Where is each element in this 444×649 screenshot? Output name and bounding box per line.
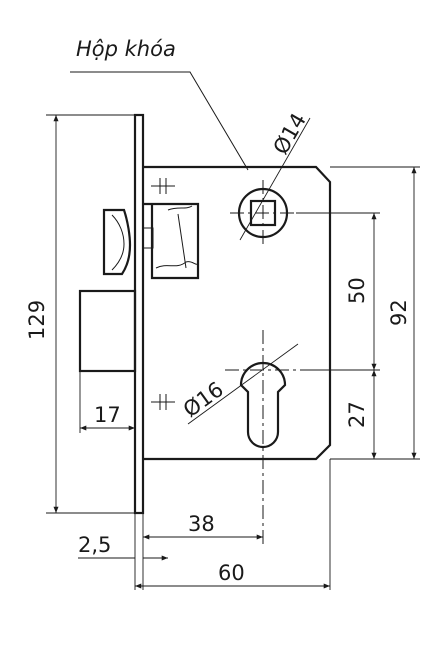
diameter-top-label: Ø14 (269, 109, 311, 158)
latch-bolt (102, 208, 132, 276)
screw-hole-bottom (151, 394, 175, 410)
latch-housing-notch (142, 227, 154, 249)
case-body (143, 165, 332, 461)
title-leader-line (70, 71, 249, 171)
dim-label-17: 17 (94, 403, 121, 427)
dim-label-2-5: 2,5 (78, 533, 111, 557)
title-label: Hộp khóa (76, 37, 176, 61)
latch-housing-detail-top (167, 205, 193, 269)
deadbolt (78, 289, 137, 373)
latch-bolt-detail (111, 214, 125, 271)
dim-label-92: 92 (387, 299, 411, 326)
diameter-bottom-label: Ø16 (179, 377, 228, 422)
screw-hole-top (151, 178, 175, 194)
faceplate (133, 113, 145, 515)
latch-housing (143, 202, 200, 280)
diameter-bottom-leader (187, 343, 299, 425)
dim-label-50: 50 (345, 277, 369, 304)
diameter-top-leader (239, 117, 311, 241)
dim-label-38: 38 (188, 512, 215, 536)
dim-label-129: 129 (25, 300, 49, 340)
dim-label-27: 27 (345, 401, 369, 428)
cylinder-hole (239, 361, 287, 449)
extension-lines (46, 114, 420, 590)
centre-lines (225, 180, 302, 548)
dim-label-60: 60 (218, 561, 245, 585)
latch-housing-detail-bottom (155, 261, 199, 269)
